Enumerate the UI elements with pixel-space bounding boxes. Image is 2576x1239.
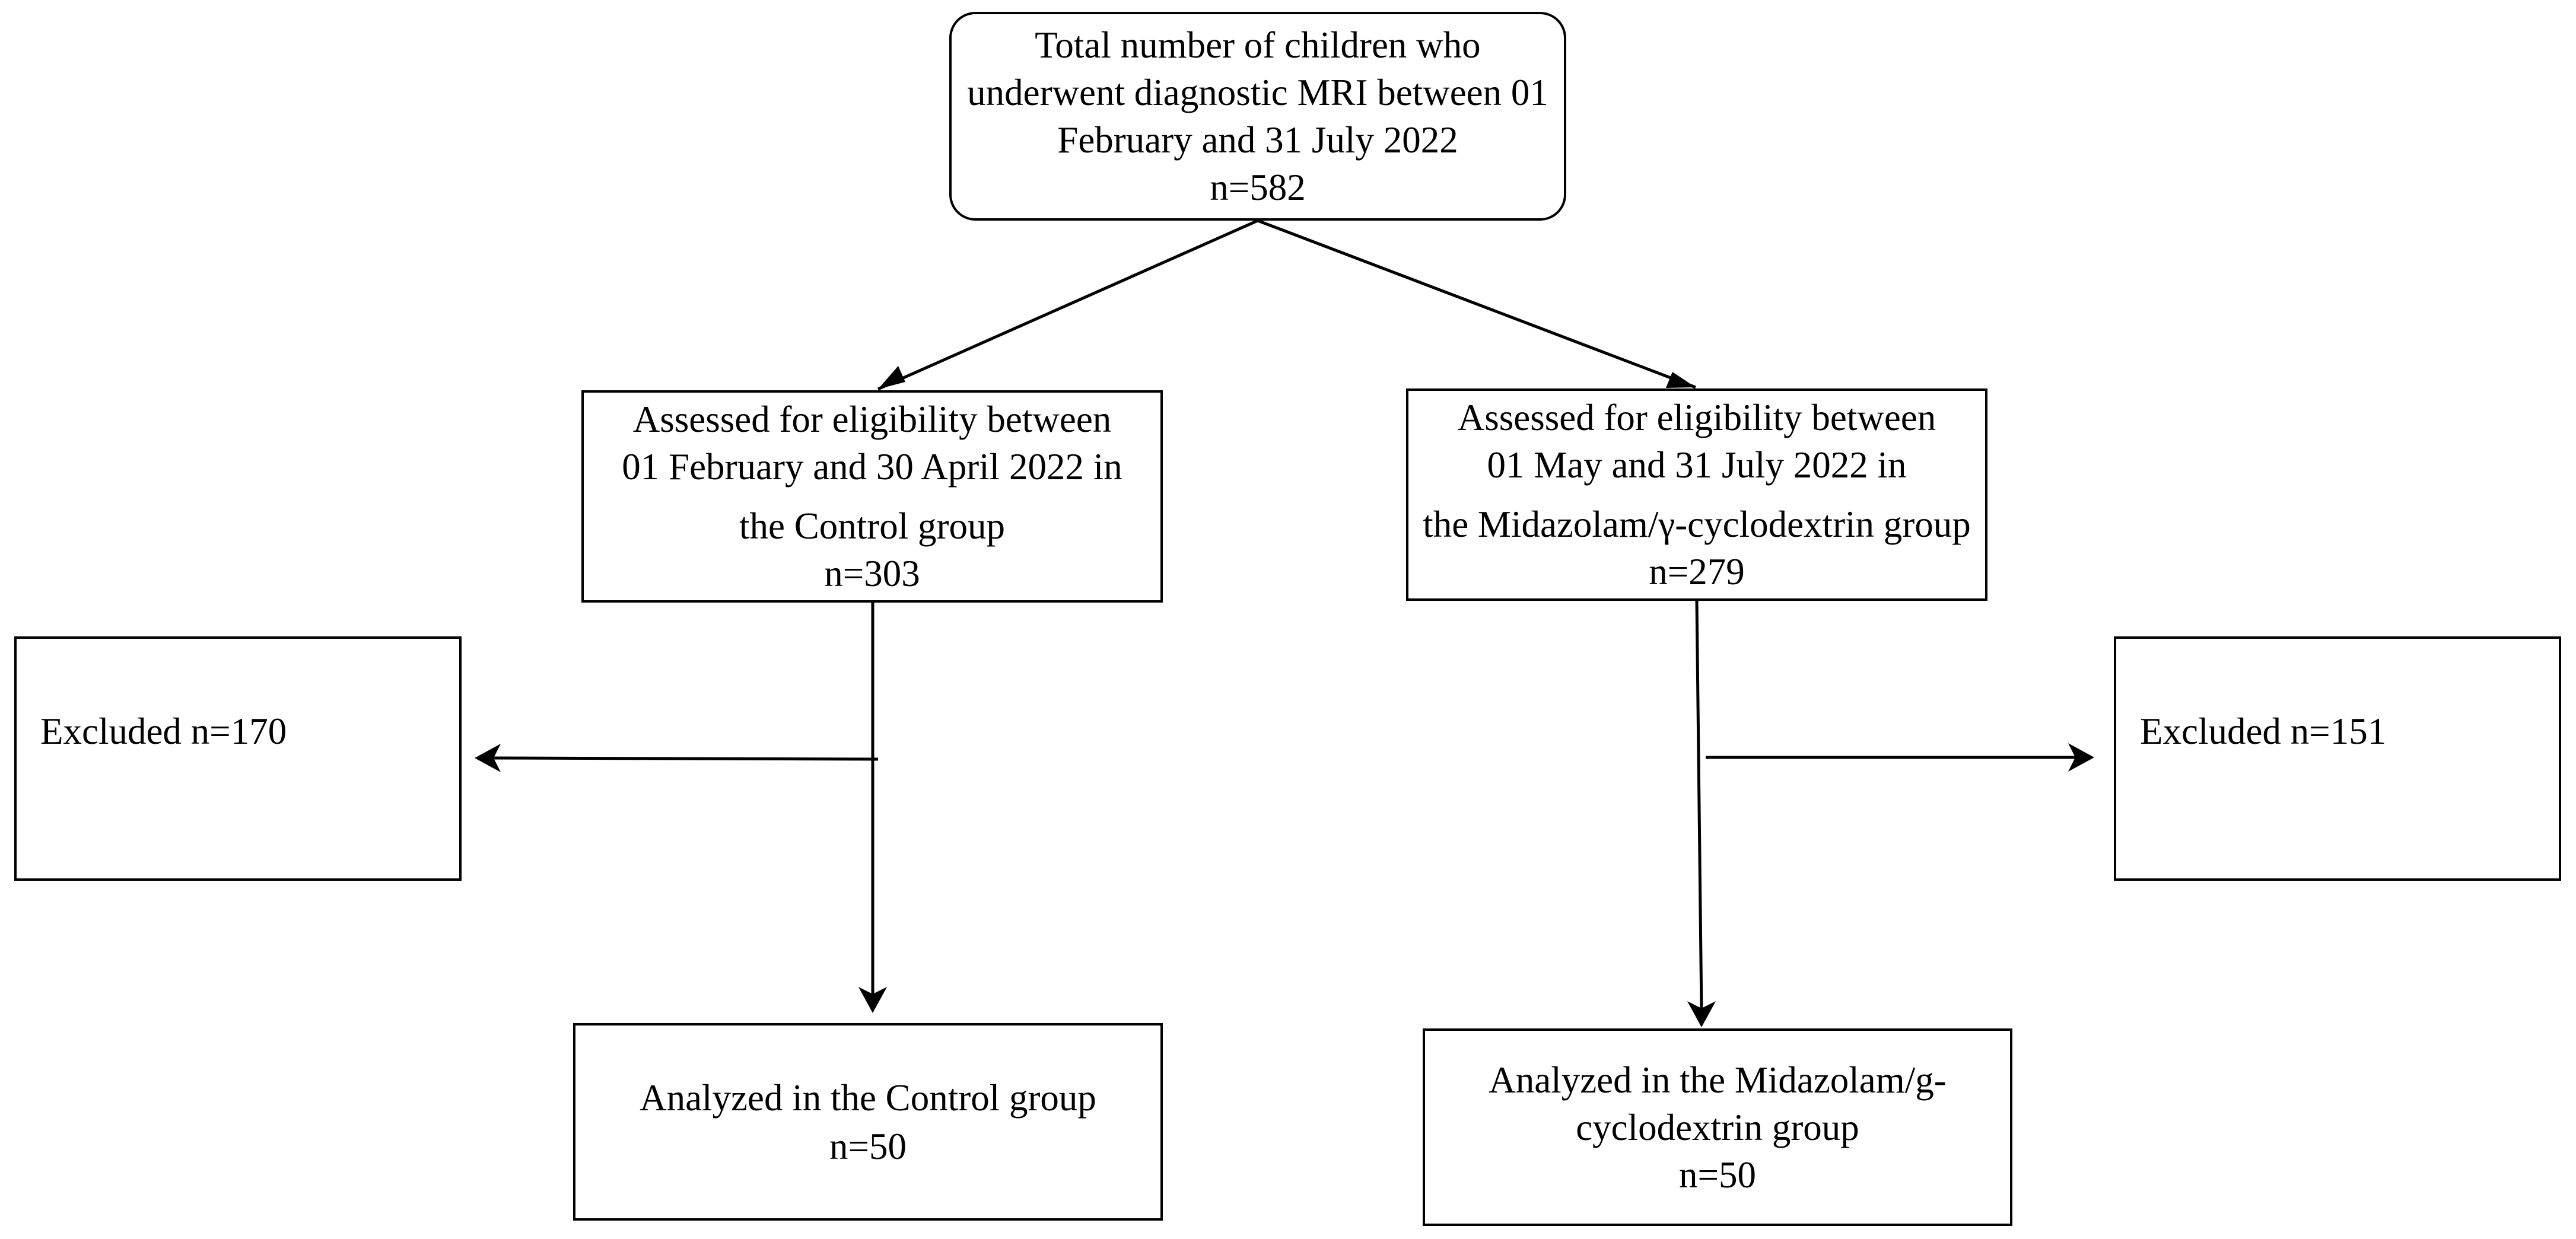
node-analyzed-control-count: n=50: [829, 1125, 907, 1167]
node-analyzed-control: Analyzed in the Control group n=50: [573, 1023, 1163, 1221]
node-total-children: Total number of children who underwent d…: [949, 12, 1566, 221]
node-analyzed-midazolam: Analyzed in the Midazolam/g- cyclodextri…: [1423, 1028, 2012, 1226]
arrowhead-analyzed-mid: [1687, 1001, 1716, 1027]
arrowhead-analyzed-control: [858, 987, 887, 1013]
node-analyzed-midazolam-line-2: cyclodextrin group: [1576, 1106, 1859, 1148]
node-assessed-control: Assessed for eligibility between 01 Febr…: [581, 390, 1163, 603]
node-assessed-midazolam-line-2: 01 May and 31 July 2022 in: [1487, 444, 1907, 486]
node-assessed-control-line-1: Assessed for eligibility between: [632, 399, 1112, 440]
edge-total-to-assess-control: [877, 219, 1259, 391]
node-total-count: n=582: [1210, 167, 1306, 208]
node-assessed-control-line-2: 01 February and 30 April 2022 in: [622, 446, 1122, 488]
node-excluded-midazolam: Excluded n=151: [2114, 636, 2561, 881]
node-analyzed-midazolam-line-1: Analyzed in the Midazolam/g-: [1489, 1059, 1947, 1101]
arrowhead-excluded-control: [475, 744, 501, 772]
node-assessed-midazolam-line-3: the Midazolam/γ-cyclodextrin group: [1423, 504, 1971, 545]
edge-total-to-assess-mid: [1257, 219, 1696, 389]
node-analyzed-control-line-1: Analyzed in the Control group: [640, 1076, 1096, 1119]
node-analyzed-midazolam-count: n=50: [1678, 1154, 1757, 1196]
node-excluded-control-text: Excluded n=170: [40, 711, 287, 752]
node-assessed-midazolam-count: n=279: [1649, 551, 1745, 593]
node-excluded-midazolam-text: Excluded n=151: [2140, 711, 2387, 752]
edge-assess-mid-vertical: [1695, 600, 1703, 1011]
node-total-line-1: Total number of children who: [1035, 24, 1481, 66]
node-total-line-3: February and 31 July 2022: [1057, 119, 1458, 161]
edge-assess-control-to-excluded: [492, 756, 879, 761]
node-assessed-midazolam-line-1: Assessed for eligibility between: [1457, 397, 1936, 438]
node-assessed-midazolam: Assessed for eligibility between 01 May …: [1406, 388, 1987, 601]
arrowhead-assess-control: [878, 366, 905, 389]
arrowhead-assess-mid: [1666, 372, 1696, 388]
node-assessed-control-line-3: the Control group: [739, 505, 1005, 547]
node-assessed-control-count: n=303: [824, 553, 920, 594]
arrowhead-excluded-mid: [2068, 743, 2094, 772]
node-total-line-2: underwent diagnostic MRI between 01: [967, 72, 1548, 113]
node-excluded-control: Excluded n=170: [14, 636, 462, 881]
